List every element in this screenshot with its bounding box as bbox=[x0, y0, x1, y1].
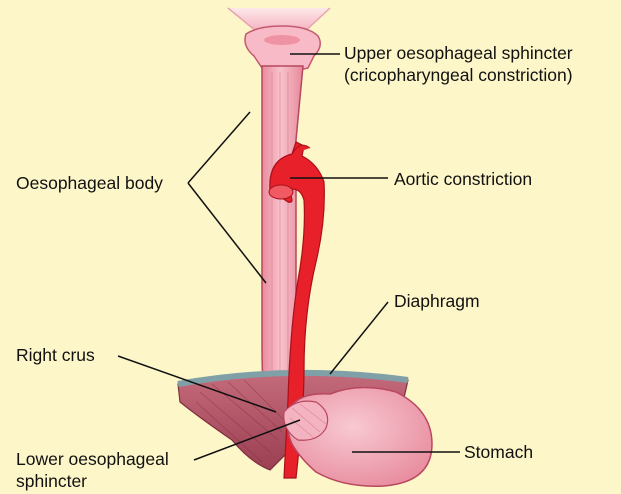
label-stomach: Stomach bbox=[464, 441, 533, 463]
lower-sphincter bbox=[284, 401, 328, 440]
label-upper-sphincter-line2: (cricopharyngeal constriction) bbox=[344, 64, 573, 86]
label-diaphragm-text: Diaphragm bbox=[394, 290, 480, 312]
label-stomach-text: Stomach bbox=[464, 441, 533, 463]
label-upper-sphincter-line1: Upper oesophageal sphincter bbox=[344, 42, 573, 64]
label-right-crus-text: Right crus bbox=[16, 344, 95, 366]
label-right-crus: Right crus bbox=[16, 344, 95, 366]
label-diaphragm: Diaphragm bbox=[394, 290, 480, 312]
label-lower-sphincter-line2: sphincter bbox=[16, 470, 169, 492]
label-lower-sphincter: Lower oesophageal sphincter bbox=[16, 448, 169, 492]
label-upper-sphincter: Upper oesophageal sphincter (cricopharyn… bbox=[344, 42, 573, 86]
label-oesophageal-body-text: Oesophageal body bbox=[16, 172, 163, 194]
label-aortic-constriction: Aortic constriction bbox=[394, 168, 532, 190]
label-oesophageal-body: Oesophageal body bbox=[16, 172, 163, 194]
label-lower-sphincter-line1: Lower oesophageal bbox=[16, 448, 169, 470]
upper-sphincter-lumen bbox=[264, 35, 300, 45]
aorta-cut-end bbox=[269, 185, 293, 199]
label-aortic-constriction-text: Aortic constriction bbox=[394, 168, 532, 190]
